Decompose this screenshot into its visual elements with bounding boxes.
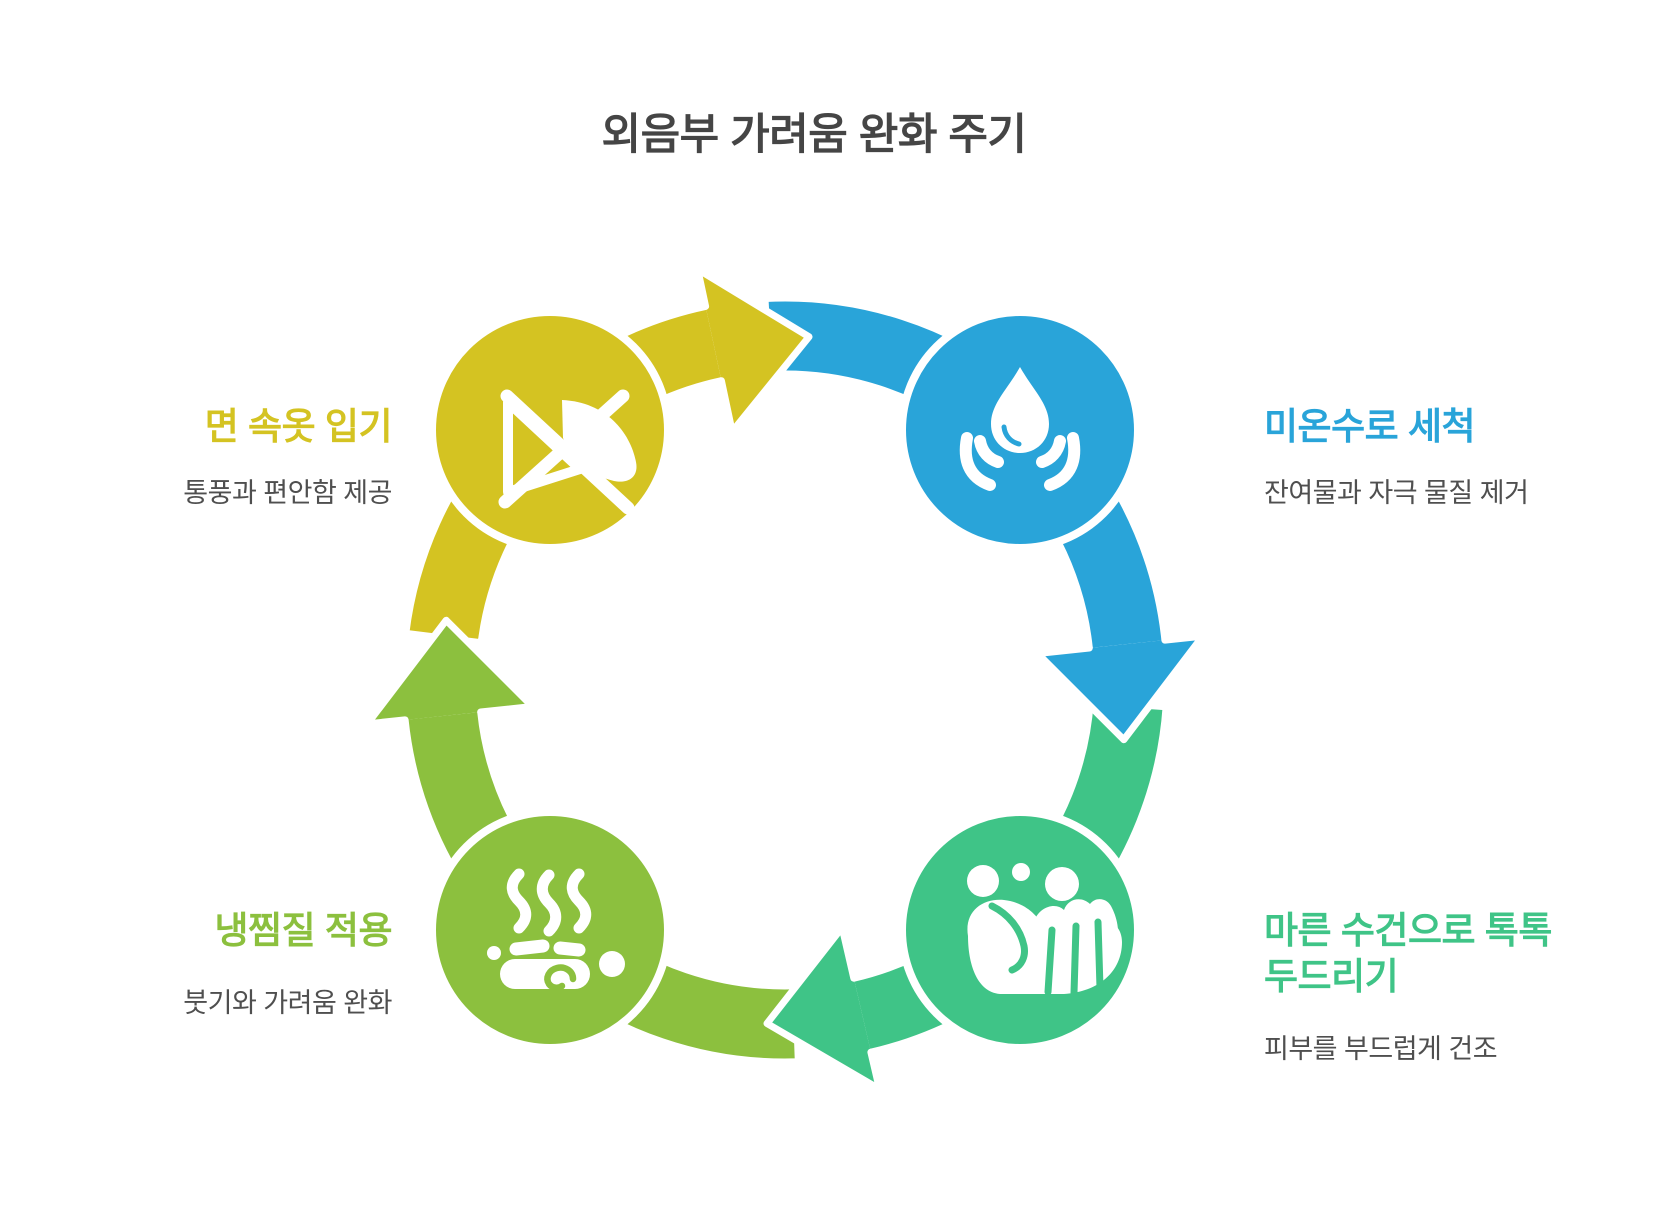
step-title: 냉찜질 적용 <box>214 910 393 951</box>
hands-water-drop-icon <box>959 367 1081 491</box>
step-title-line-1: 마른 수건으로 톡톡 <box>1264 910 1552 951</box>
step-subtitle: 통풍과 편안함 제공 <box>183 478 392 508</box>
arrow-head-right-blue <box>1034 632 1207 744</box>
finger-separators <box>1044 918 1104 997</box>
step-subtitle: 붓기와 가려움 완화 <box>183 988 392 1018</box>
step-title: 면 속옷 입기 <box>204 406 393 447</box>
step-label-cold-compress: 냉찜질 적용 붓기와 가려움 완화 <box>60 908 392 1020</box>
bubble-small <box>1012 863 1030 881</box>
steam-stones-icon <box>487 868 625 991</box>
arrow-head-outline <box>1034 632 1207 744</box>
steam-line-1 <box>506 868 532 934</box>
arrow-head-outline <box>363 616 536 728</box>
steam-line-2 <box>536 869 562 937</box>
arrow-head-outline <box>694 265 813 436</box>
arrow-head-fill <box>367 620 533 724</box>
step-label-pat-dry: 마른 수건으로 톡톡 두드리기 피부를 부드럽게 건조 <box>1264 908 1664 1066</box>
stone-dot-left <box>487 946 501 960</box>
step-title: 마른 수건으로 톡톡 두드리기 <box>1264 908 1664 1000</box>
page-title: 외음부 가려움 완화 주기 <box>601 111 1027 159</box>
hand-washing-icon <box>967 863 1122 997</box>
arrow-head-fill <box>1037 636 1203 740</box>
step-subtitle: 잔여물과 자극 물질 제거 <box>1264 478 1529 508</box>
step-title-line-2: 두드리기 <box>1264 956 1399 997</box>
step-title: 미온수로 세척 <box>1264 406 1476 447</box>
steam-line-3 <box>566 868 592 934</box>
step-label-lukewarm-rinse: 미온수로 세척 잔여물과 자극 물질 제거 <box>1264 404 1664 510</box>
arrow-head-outline <box>763 924 883 1093</box>
left-hand <box>959 432 1004 491</box>
crossed-garment-icon <box>498 389 637 515</box>
stone-dot-right <box>599 951 625 977</box>
front-hand <box>967 899 1122 994</box>
thumb-line <box>988 902 1028 974</box>
stone-dashes <box>509 939 586 957</box>
bubble-large <box>967 865 999 897</box>
step-label-cotton-underwear: 면 속옷 입기 통풍과 편안함 제공 <box>60 404 392 510</box>
arrow-head-bottom-green <box>763 924 883 1093</box>
right-hand <box>1036 432 1081 491</box>
stone-capsule <box>500 959 590 989</box>
arrow-head-top-yellow <box>694 265 813 436</box>
step-subtitle: 피부를 부드럽게 건조 <box>1264 1034 1498 1064</box>
stone-swirl <box>544 964 577 991</box>
drop-highlight <box>1001 424 1022 447</box>
arrow-head-left-olive <box>363 616 536 728</box>
bubble-right <box>1045 867 1079 901</box>
slash-line-2 <box>498 389 630 509</box>
